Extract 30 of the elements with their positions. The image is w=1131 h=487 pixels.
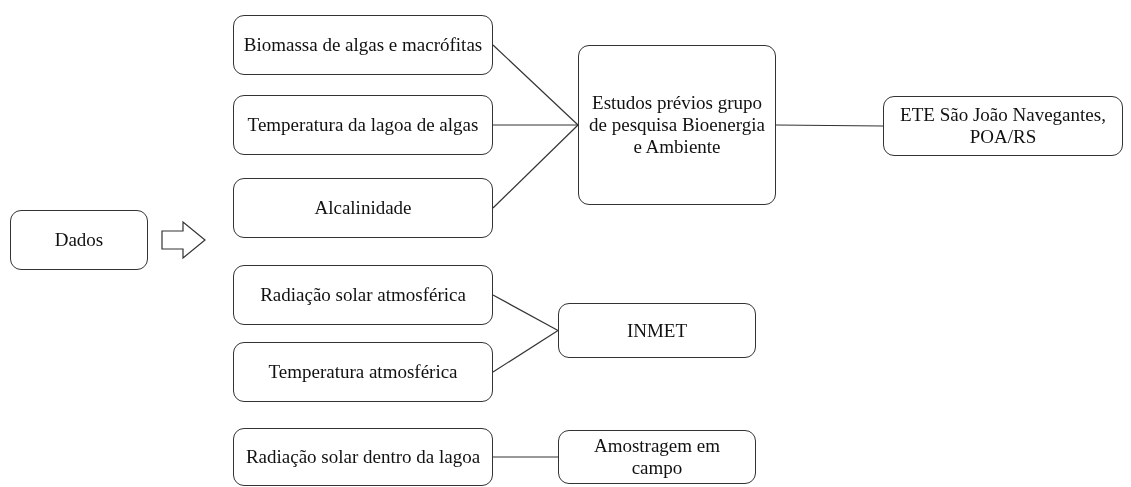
node-label: INMET bbox=[626, 319, 688, 342]
connector-line bbox=[492, 294, 559, 332]
connector-line bbox=[492, 456, 559, 458]
process-box bbox=[233, 265, 493, 325]
node-label: Alcalinidade bbox=[314, 197, 412, 219]
connector-line bbox=[775, 124, 884, 127]
node-label: Radiação solar atmosférica bbox=[260, 284, 466, 306]
node-label: Temperatura atmosférica bbox=[268, 361, 458, 383]
process-box bbox=[578, 45, 776, 205]
process-box bbox=[10, 210, 148, 270]
node-label: Biomassa de algas e macrófitas bbox=[243, 34, 483, 56]
process-box bbox=[233, 342, 493, 402]
node-label: Radiação solar dentro da lagoa bbox=[245, 446, 481, 468]
node-label: Dados bbox=[54, 229, 104, 251]
connector-line bbox=[492, 44, 579, 126]
process-box bbox=[233, 95, 493, 155]
process-box bbox=[558, 303, 756, 358]
node-label: Amostragem em campo bbox=[592, 435, 722, 479]
process-box bbox=[233, 428, 493, 486]
process-box bbox=[883, 96, 1123, 156]
block-arrow bbox=[161, 220, 206, 260]
node-label: ETE São João Navegantes, POA/RS bbox=[899, 104, 1107, 148]
process-box bbox=[558, 430, 756, 484]
node-label: Estudos prévios grupo de pesquisa Bioenergia e Ambiente bbox=[588, 92, 766, 158]
connector-line bbox=[492, 124, 579, 126]
node-label: Temperatura da lagoa de algas bbox=[247, 114, 479, 136]
connector-line bbox=[492, 124, 579, 209]
process-box bbox=[233, 15, 493, 75]
process-box bbox=[233, 178, 493, 238]
connector-line bbox=[492, 329, 559, 373]
